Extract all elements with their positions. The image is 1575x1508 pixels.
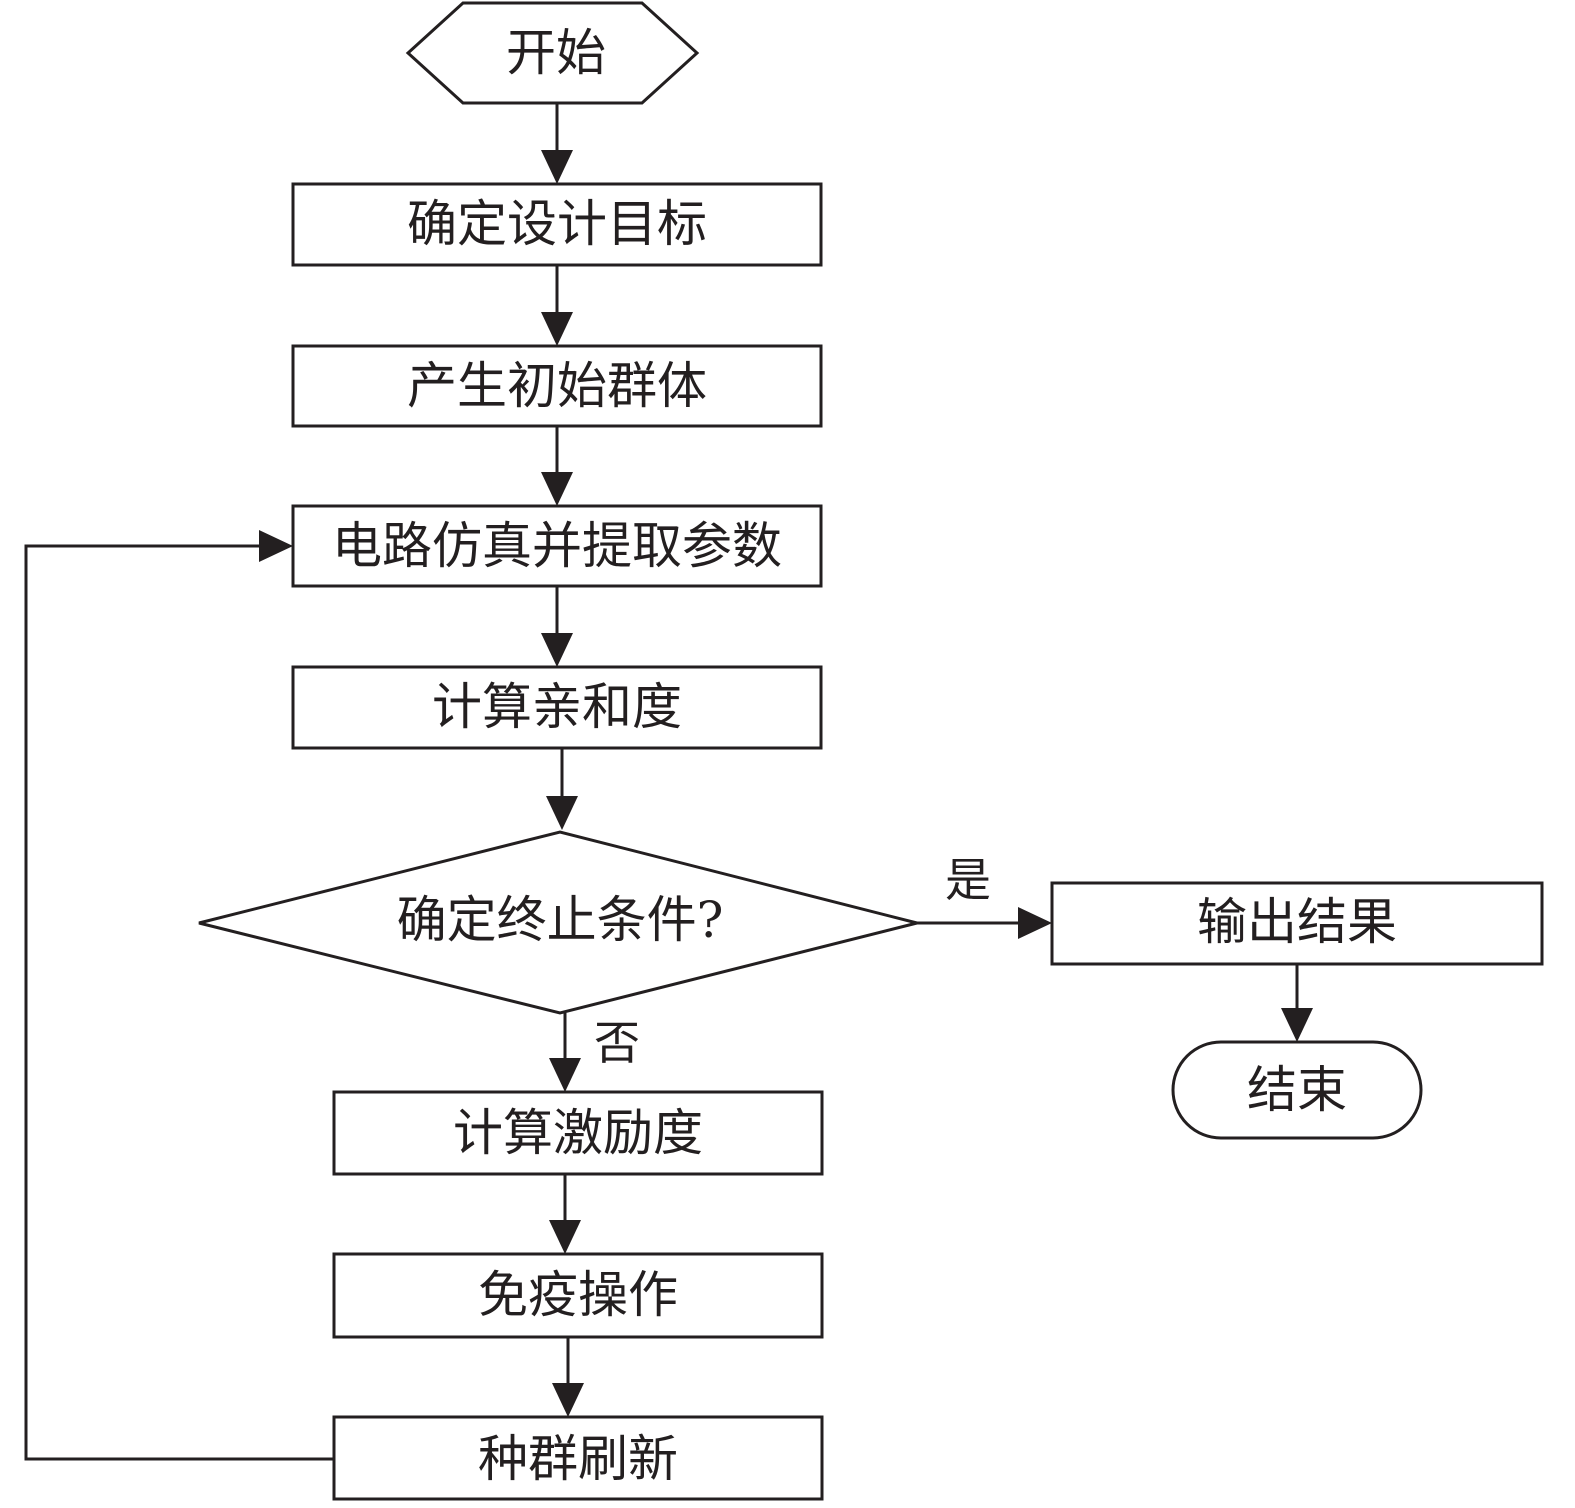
refresh-label: 种群刷新 xyxy=(478,1430,678,1488)
stimulation-label: 计算激励度 xyxy=(453,1104,703,1162)
simulate-label: 电路仿真并提取参数 xyxy=(332,517,782,575)
affinity-label: 计算亲和度 xyxy=(432,678,682,736)
start-label: 开始 xyxy=(506,24,606,82)
end-label: 结束 xyxy=(1247,1061,1347,1119)
immune-op-label: 免疫操作 xyxy=(478,1266,678,1324)
end-node: 结束 xyxy=(1171,1040,1423,1140)
arrowhead xyxy=(541,472,573,506)
start-hexagon xyxy=(405,1,700,105)
arrowhead xyxy=(549,1058,581,1092)
edges xyxy=(24,104,1313,1461)
init-population-node: 产生初始群体 xyxy=(291,344,823,428)
arrowhead xyxy=(259,530,293,562)
arrowhead xyxy=(549,1220,581,1254)
arrowhead xyxy=(541,312,573,346)
arrowhead xyxy=(541,633,573,667)
init-population-box xyxy=(291,344,823,428)
arrowhead xyxy=(552,1383,584,1417)
start-node: 开始 xyxy=(405,1,700,105)
decision-label: 确定终止条件? xyxy=(397,891,724,949)
output-node: 输出结果 xyxy=(1050,881,1544,966)
decision-node: 确定终止条件? xyxy=(198,830,918,1015)
refresh-node: 种群刷新 xyxy=(332,1415,824,1501)
yes-label: 是 xyxy=(945,853,991,907)
arrowhead xyxy=(1018,907,1052,939)
arrowhead xyxy=(541,150,573,184)
stimulation-node: 计算激励度 xyxy=(332,1090,824,1176)
refresh-box xyxy=(332,1415,824,1501)
affinity-box xyxy=(291,665,823,750)
output-label: 输出结果 xyxy=(1197,893,1397,951)
decision-diamond xyxy=(198,830,918,1015)
output-box xyxy=(1050,881,1544,966)
set-goal-box xyxy=(291,182,823,267)
nodes: 开始 确定设计目标 产生初始群体 电路仿真并提取参数 计算亲和度 确定终止条件? xyxy=(198,1,1544,1501)
immune-op-box xyxy=(332,1252,824,1339)
simulate-box xyxy=(291,504,823,588)
edge-loop-refresh-to-simulate xyxy=(24,544,333,1461)
affinity-node: 计算亲和度 xyxy=(291,665,823,750)
stimulation-box xyxy=(332,1090,824,1176)
immune-op-node: 免疫操作 xyxy=(332,1252,824,1339)
arrowhead xyxy=(1281,1008,1313,1042)
simulate-node: 电路仿真并提取参数 xyxy=(291,504,823,588)
init-population-label: 产生初始群体 xyxy=(407,357,707,415)
end-terminal xyxy=(1171,1040,1423,1140)
no-label: 否 xyxy=(594,1016,640,1070)
set-goal-label: 确定设计目标 xyxy=(407,195,707,253)
edge-labels: 是 否 xyxy=(594,853,991,1070)
arrowhead xyxy=(546,796,578,830)
set-goal-node: 确定设计目标 xyxy=(291,182,823,267)
